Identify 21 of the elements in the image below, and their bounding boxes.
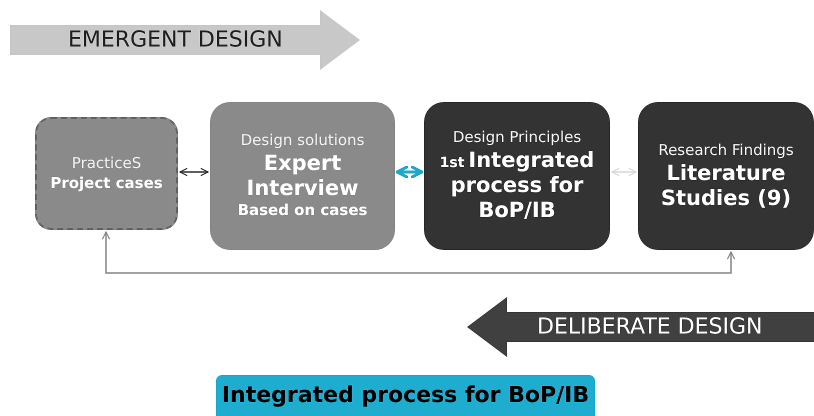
rounded-box [210,102,395,250]
title-tag [216,375,595,416]
node-heading: Design Principles [452,128,582,148]
node-subtitle: PracticeS [72,154,142,174]
connector-arrow [179,168,209,176]
node-subtitle: Based on cases [238,201,368,221]
arrow-label: DELIBERATE DESIGN [537,314,762,340]
connector-arrow [611,168,637,176]
tag-label: Integrated process for BoP/IB [222,383,590,408]
rounded-box [424,102,610,250]
node-heading: Research Findings [658,141,794,161]
rounded-box [638,102,814,250]
node-title: Literature Studies (9) [660,160,792,211]
node-title: 1st Integrated process for BoP/IB [438,148,596,224]
connector-arrow [102,231,736,274]
node-heading: Design solutions [240,131,364,151]
connector-arrow [396,166,424,178]
arrow-label: EMERGENT DESIGN [68,28,283,52]
node-title: Project cases [50,174,163,193]
rounded-box [35,117,178,230]
node-title: Expert Interview [246,150,360,202]
